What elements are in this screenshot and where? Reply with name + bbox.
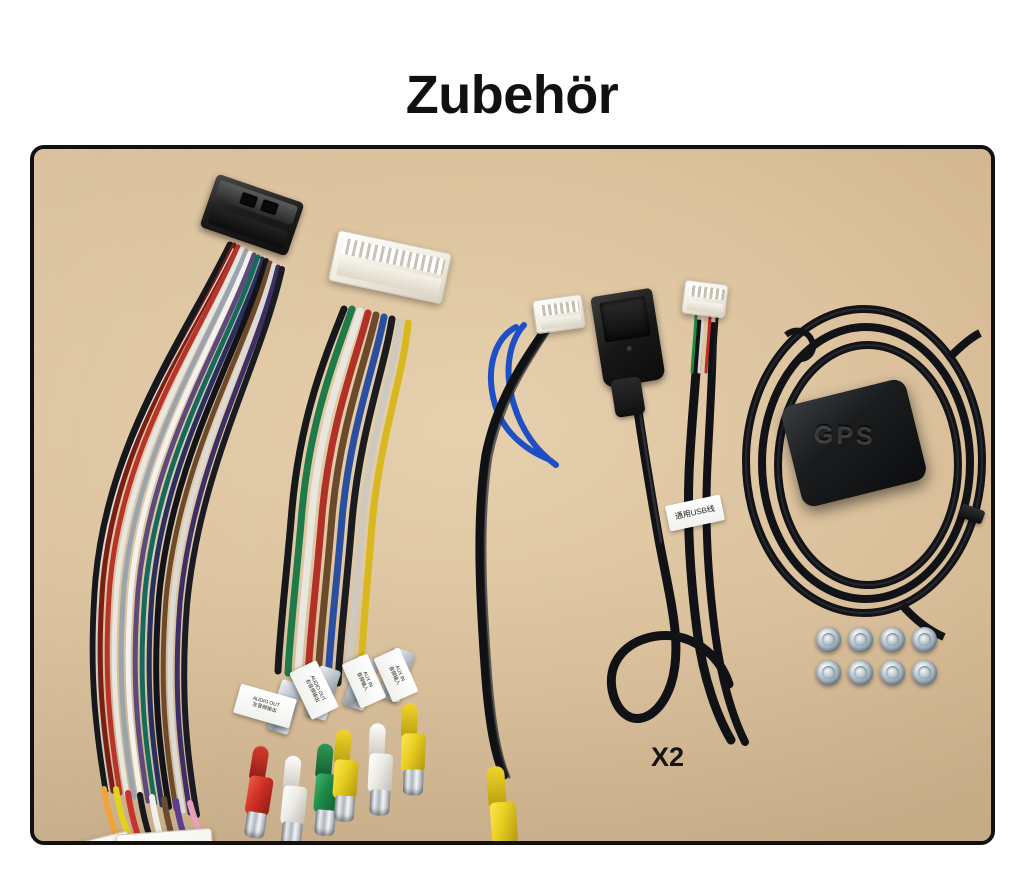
item-usb-extension-cable: 通用USB线 X2 (579, 254, 799, 784)
harness-wire-bundle (89, 241, 285, 818)
screw (880, 627, 905, 652)
screw (912, 660, 937, 685)
screw (816, 627, 841, 652)
camera-cable-wires (475, 318, 559, 780)
screw (816, 660, 841, 685)
item-rca-av-harness: AUDIO OUT 左音频输出 AUDIO OUT 右音频输出 AUX IN 音… (204, 209, 484, 841)
screw (848, 627, 873, 652)
usb-cable-wires (606, 314, 749, 746)
item-gps-antenna: GPS (734, 249, 991, 669)
gps-cable-coil (742, 305, 986, 641)
usb-quantity-caption: X2 (651, 742, 685, 772)
item-reverse-camera-cable (424, 269, 614, 841)
screw (880, 660, 905, 685)
item-mounting-screws (816, 627, 937, 685)
gps-module-marking: GPS (813, 419, 877, 451)
usb-jst-connector (681, 279, 729, 319)
white-4pin-connector (531, 293, 587, 335)
item-iso-wiring-harness (34, 149, 354, 841)
screw-grid (816, 627, 937, 685)
label-usb-cable-text: 通用USB线 (674, 504, 716, 522)
rca-harness-wires (274, 305, 412, 691)
accessory-photo-panel: AUDIO OUT 左音频输出 AUDIO OUT 右音频输出 AUX IN 音… (30, 145, 995, 845)
screw (912, 627, 937, 652)
page-title: Zubehör (405, 65, 619, 125)
usb-strain-relief (610, 375, 646, 419)
screw (848, 660, 873, 685)
